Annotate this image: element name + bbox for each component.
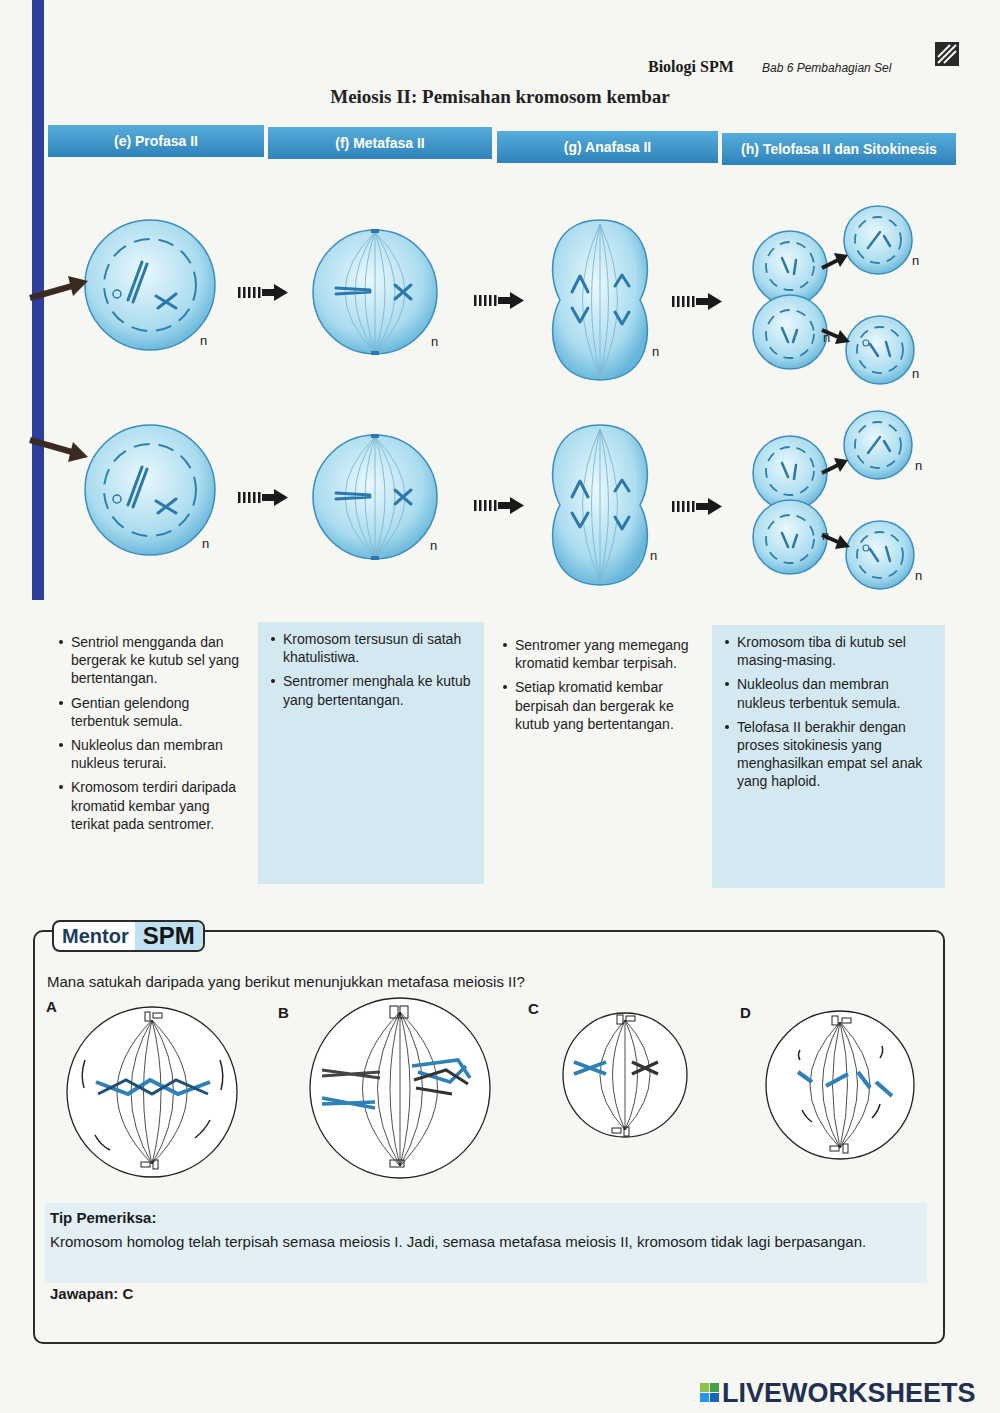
meiosis-row-1 [85,206,914,384]
question-tab: MentorSPM [52,920,205,952]
bullet-item: Setiap kromatid kembar berpisah dan berg… [502,678,700,733]
bullet-dot [503,685,507,689]
bullet-dot [59,640,63,644]
bullet-item: Nukleolus dan membran nukleus terurai. [58,736,246,772]
notes-panel: Kromosom tiba di kutub sel masing-masing… [712,625,945,888]
ploidy-label: n [822,528,829,543]
bullet-dot [59,785,63,789]
bullet-text: Setiap kromatid kembar berpisah dan berg… [515,678,700,733]
bullet-text: Kromosom terdiri daripada kromatid kemba… [71,778,246,833]
entry-arrows [30,276,88,462]
bullet-dot [725,682,729,686]
tab-word: Mentor [54,923,135,950]
chapter-icon [935,42,959,66]
ploidy-label: n [823,330,830,345]
bullet-item: Telofasa II berakhir dengan proses sitok… [724,718,935,791]
chapter-name: Bab 6 Pembahagian Sel [762,61,891,75]
notes-panel: Sentromer yang memegang kromatid kembar … [490,628,710,749]
stage-name: (h) Telofasa II dan Sitokinesis [741,141,937,157]
question-text: Mana satukah daripada yang berikut menun… [47,972,927,992]
bullet-dot [59,743,63,747]
ploidy-label: n [652,344,659,359]
ploidy-label: n [915,458,922,473]
page-title: Meiosis II: Pemisahan kromosom kembar [250,86,750,108]
bullet-text: Gentian gelendong terbentuk semula. [71,694,246,730]
liveworksheets-logo [700,1383,719,1402]
bullet-dot [725,640,729,644]
ploidy-label: n [431,334,438,349]
bullet-item: Kromosom terdiri daripada kromatid kemba… [58,778,246,833]
bullet-dot [725,725,729,729]
bullet-dot [59,701,63,705]
stage-name: (e) Profasa II [114,133,198,149]
bullet-item: Gentian gelendong terbentuk semula. [58,694,246,730]
bullet-item: Sentromer menghala ke kutub yang bertent… [270,672,474,708]
stage-name: (f) Metafasa II [335,135,424,151]
answer-text: Jawapan: C [50,1284,450,1304]
option-letter: C [528,1000,539,1017]
bullet-item: Sentriol mengganda dan bergerak ke kutub… [58,633,246,688]
tab-highlight: SPM [135,922,203,950]
meiosis-row-2 [85,411,914,589]
bullet-item: Sentromer yang memegang kromatid kembar … [502,636,700,672]
stage-name: (g) Anafasa II [564,139,651,155]
ploidy-label: n [915,568,922,583]
bullet-text: Telofasa II berakhir dengan proses sitok… [737,718,935,791]
bullet-text: Kromosom tiba di kutub sel masing-masing… [737,633,935,669]
bullet-text: Sentromer menghala ke kutub yang bertent… [283,672,474,708]
option-b-cell [310,998,490,1178]
question-box: Mana satukah daripada yang berikut menun… [33,930,945,1344]
ploidy-label: n [200,333,207,348]
bullet-text: Nukleolus dan membran nukleus terbentuk … [737,675,935,711]
option-letter: B [278,1004,289,1021]
stage-header: (e) Profasa II [48,125,266,157]
stage-header: (h) Telofasa II dan Sitokinesis [722,133,958,165]
bullet-text: Sentriol mengganda dan bergerak ke kutub… [71,633,246,688]
ploidy-label: n [430,538,437,553]
bullet-text: Sentromer yang memegang kromatid kembar … [515,636,700,672]
bullet-dot [503,643,507,647]
watermark: LIVEWORKSHEETS [722,1378,976,1409]
bullet-dot [271,679,275,683]
option-letter: A [46,998,57,1015]
ploidy-label: n [912,366,919,381]
stage-header: (g) Anafasa II [497,131,720,163]
tip-heading: Tip Pemeriksa: [50,1208,450,1228]
bullet-text: Kromosom tersusun di satah khatulistiwa. [283,630,474,666]
notes-panel: Sentriol mengganda dan bergerak ke kutub… [46,625,256,849]
option-c-cell [563,1013,687,1137]
stage-header: (f) Metafasa II [268,127,494,159]
bullet-dot [271,637,275,641]
tip-text: Kromosom homolog telah terpisah semasa m… [50,1232,930,1252]
bullet-item: Kromosom tersusun di satah khatulistiwa. [270,630,474,666]
option-letter: D [740,1004,751,1021]
ploidy-label: n [650,548,657,563]
bullet-text: Nukleolus dan membran nukleus terurai. [71,736,246,772]
notes-panel: Kromosom tersusun di satah khatulistiwa.… [258,622,484,884]
running-head: Biologi SPM [648,58,734,76]
bullet-item: Kromosom tiba di kutub sel masing-masing… [724,633,935,669]
ploidy-label: n [912,253,919,268]
option-a-cell [67,1007,237,1177]
ploidy-label: n [202,536,209,551]
option-d-cell [766,1011,914,1159]
bullet-item: Nukleolus dan membran nukleus terbentuk … [724,675,935,711]
